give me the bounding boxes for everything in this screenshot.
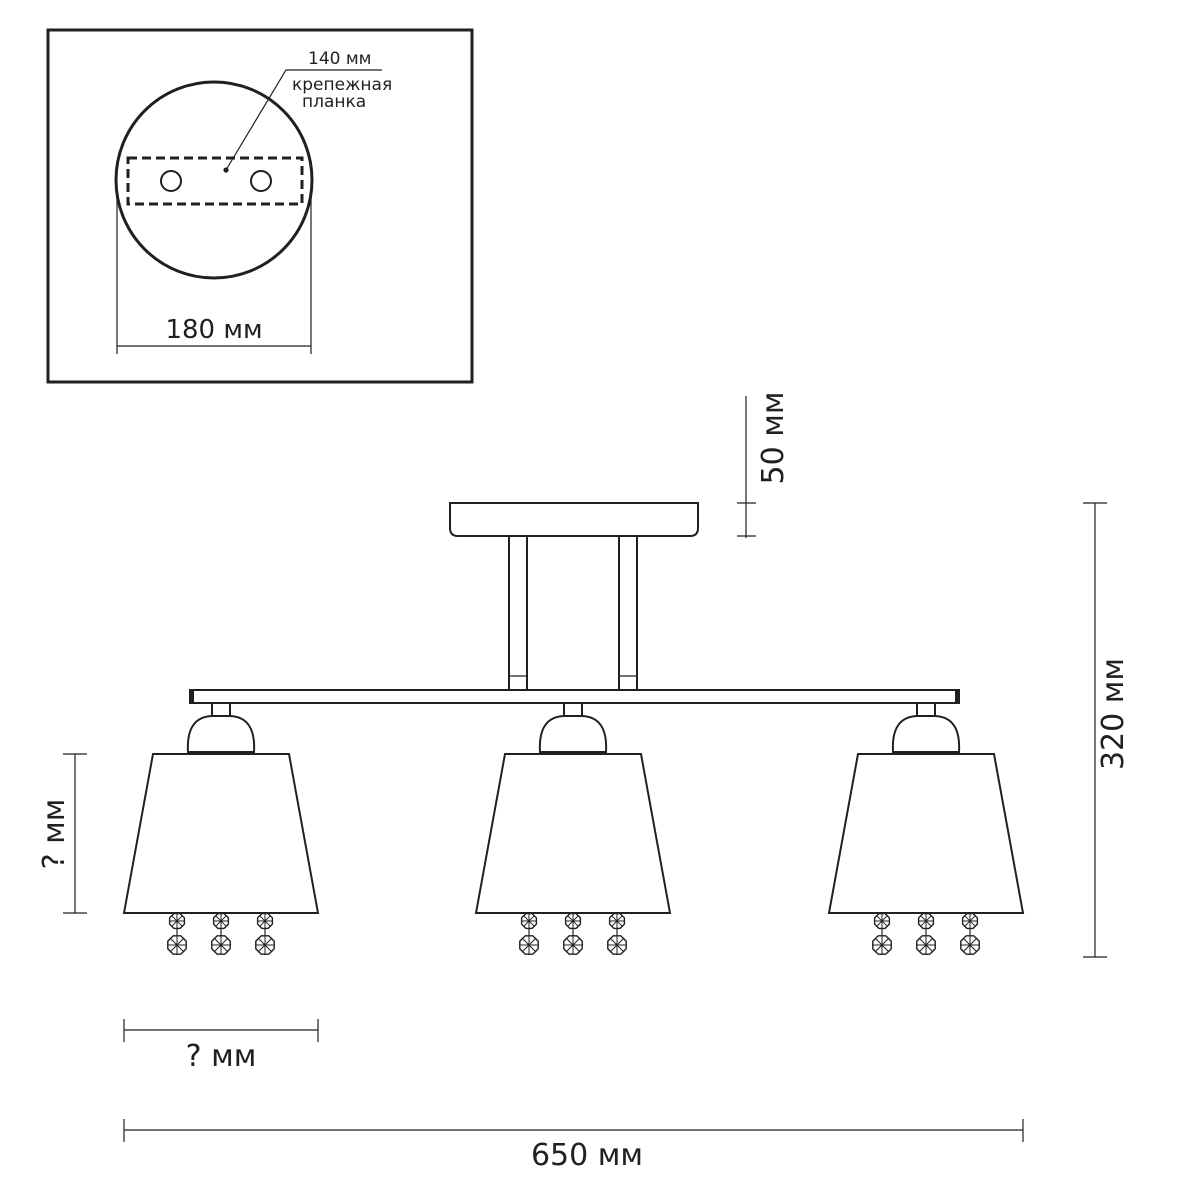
lamp-center-holder — [538, 715, 608, 753]
arm-bar — [190, 689, 959, 704]
rod-left — [508, 535, 528, 691]
lamp-right-holder — [891, 715, 961, 753]
plate-length-label: 140 мм — [308, 49, 372, 69]
base-circle — [114, 80, 314, 280]
lamp-right-shade — [827, 753, 1025, 914]
rod-right — [618, 535, 638, 691]
crystal-bead — [917, 912, 935, 930]
crystal-bead — [255, 935, 275, 955]
lamp-left-stem — [211, 702, 231, 718]
base-diameter-label: 180 мм — [165, 315, 262, 345]
crystal-bead — [256, 912, 274, 930]
mounting-hole-right — [250, 170, 272, 192]
total-height-label: 320 мм — [1096, 658, 1131, 770]
dimensions: 50 мм 320 мм ? мм ? мм 650 мм — [37, 392, 1131, 1173]
crystal-bead — [873, 912, 891, 930]
crystal-bead — [916, 935, 936, 955]
crystal-bead — [520, 912, 538, 930]
plate-note-line1: крепежная — [292, 75, 392, 95]
canopy — [449, 502, 699, 537]
total-width-label: 650 мм — [531, 1138, 643, 1173]
inset-frame — [46, 28, 474, 384]
lamp-right-stem — [916, 702, 936, 718]
crystal-bead — [872, 935, 892, 955]
lamp-left — [122, 702, 320, 914]
crystal-bead — [961, 912, 979, 930]
mounting-hole-left — [160, 170, 182, 192]
lamp-left-shade — [122, 753, 320, 914]
plate-leader-line — [225, 69, 382, 171]
crystal-pendants — [167, 912, 980, 955]
crystal-bead — [211, 935, 231, 955]
lamp-center — [474, 702, 672, 914]
shade-height-label: ? мм — [37, 799, 72, 870]
lamp-right — [827, 702, 1025, 914]
crystal-bead — [168, 912, 186, 930]
crystal-bead — [608, 912, 626, 930]
chandelier-elevation — [122, 502, 1025, 955]
lamp-center-stem — [563, 702, 583, 718]
crystal-bead — [960, 935, 980, 955]
lamp-center-shade — [474, 753, 672, 914]
mounting-plate-outline — [126, 156, 304, 206]
crystal-bead — [212, 912, 230, 930]
crystal-bead — [563, 935, 583, 955]
crystal-bead — [607, 935, 627, 955]
mount-inset: 140 мм крепежная планка 180 мм — [46, 28, 474, 384]
plate-note-line2: планка — [302, 92, 366, 112]
canopy-height-label: 50 мм — [756, 392, 791, 485]
arm-cap-left — [189, 689, 194, 704]
crystal-bead — [519, 935, 539, 955]
crystal-bead — [167, 935, 187, 955]
arm-cap-right — [955, 689, 960, 704]
crystal-bead — [564, 912, 582, 930]
shade-width-label: ? мм — [186, 1039, 257, 1074]
lamp-left-holder — [186, 715, 256, 753]
